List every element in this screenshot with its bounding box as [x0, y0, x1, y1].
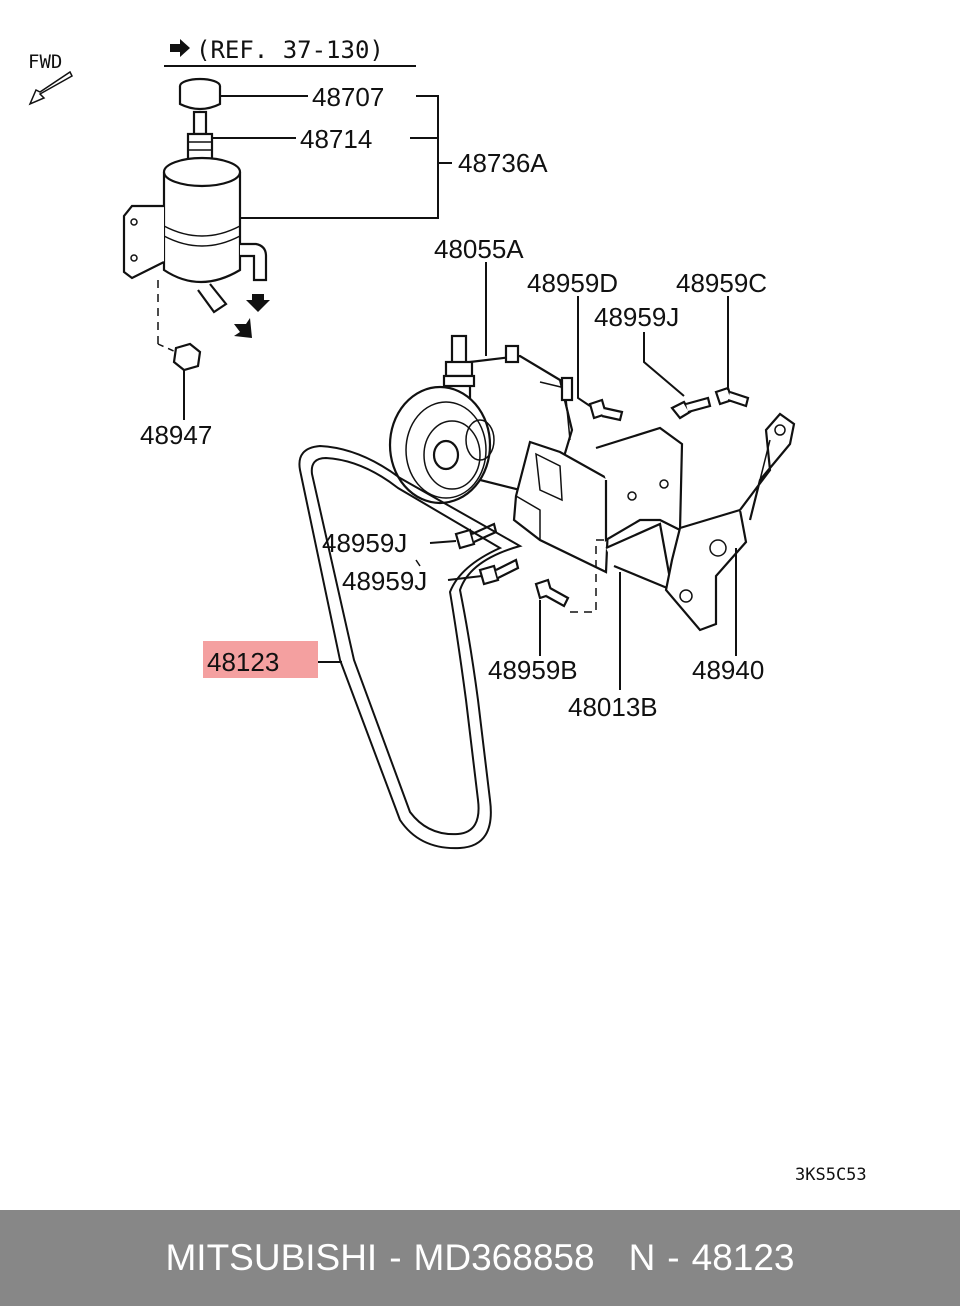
footer-separator-2: - — [667, 1237, 680, 1278]
bolt-48959j-low — [478, 558, 520, 586]
label-48959j-mid: 48959J — [322, 528, 407, 558]
v-belt-48123 — [298, 444, 523, 850]
label-48959c: 48959C — [676, 268, 767, 298]
drawing-code: 3KS5C53 — [795, 1165, 867, 1185]
label-48959j-low: 48959J — [342, 566, 427, 596]
footer-n-label: N — [628, 1237, 656, 1278]
footer-ref-number: 48123 — [691, 1237, 795, 1278]
bolt-48959j-top — [670, 396, 712, 420]
label-48707: 48707 — [312, 82, 384, 112]
ref-label: (REF. 37-130) — [196, 36, 384, 64]
ref-arrow-icon — [170, 39, 190, 57]
label-48959b: 48959B — [488, 655, 578, 685]
footer-separator: - — [389, 1237, 402, 1278]
fwd-label: FWD — [28, 51, 62, 73]
footer-bar: MITSUBISHI - MD368858 N - 48123 — [0, 1210, 960, 1306]
parts-diagram: FWD (REF. 37-130) — [28, 36, 867, 1185]
bracket-48013b — [512, 426, 684, 592]
fwd-arrow-icon — [28, 70, 73, 106]
footer-part-number: MD368858 — [413, 1237, 595, 1278]
label-48013b: 48013B — [568, 692, 658, 722]
label-48736a: 48736A — [458, 148, 548, 178]
label-48959j-top: 48959J — [594, 302, 679, 332]
reservoir-assembly — [122, 77, 270, 372]
label-48714: 48714 — [300, 124, 372, 154]
label-48055a: 48055A — [434, 234, 524, 264]
bolt-48959b — [534, 578, 570, 608]
highlight-box — [203, 641, 318, 678]
bolt-48959c — [714, 386, 750, 408]
bolt-48959d — [588, 398, 624, 422]
label-48947: 48947 — [140, 420, 212, 450]
fwd-indicator: FWD — [28, 51, 73, 106]
ref-header: (REF. 37-130) — [164, 36, 416, 67]
label-48959d: 48959D — [527, 268, 618, 298]
bolt-48959j-mid — [454, 522, 498, 550]
footer-brand: MITSUBISHI — [165, 1237, 378, 1278]
label-48123: 48123 — [207, 647, 279, 677]
bracket-48940 — [664, 412, 796, 632]
label-48940: 48940 — [692, 655, 764, 685]
